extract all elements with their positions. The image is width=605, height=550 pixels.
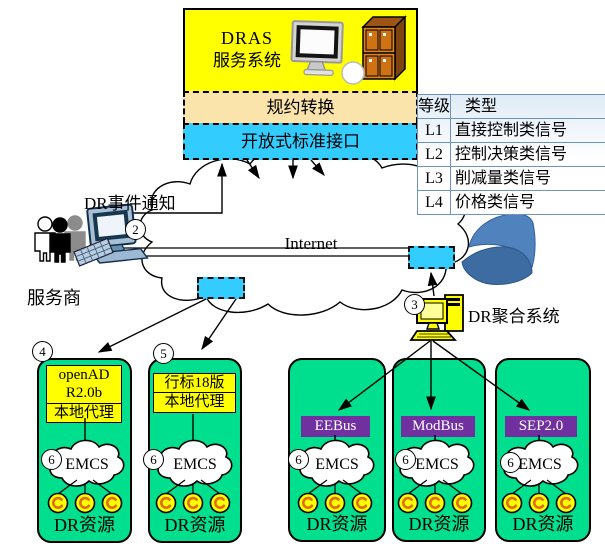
cell-type: 削减量类信号 [455,170,552,187]
curved-ribbon-shape [461,213,536,285]
cell-level: L4 [418,191,451,214]
marker-2: 2 [125,219,146,240]
resource-group-sep20: SEP2.0 DR资源 [495,358,591,542]
cloud-gateway-right [408,246,455,269]
cloud-gateway-left [197,277,245,299]
eebus-protocol-label: EEBus [301,416,370,437]
marker-5: 5 [153,343,174,364]
openadr-agent-label: openAD R2.0b 本地代理 [46,365,122,423]
dr-resource-label: DR资源 [53,515,115,535]
protocol-conversion-band: 规约转换 [183,91,418,123]
dras-computer-server-icon [290,15,407,85]
provider-to-gateway-lines [112,247,408,257]
dras-title-section: DRAS 服务系统 [183,8,418,91]
marker-4: 4 [32,341,53,362]
open-standard-interface-band: 开放式标准接口 [183,123,418,160]
resource-group-industry-std: 行标18版 本地代理 DR资源 [148,358,242,543]
interface-to-cloud-arrows [246,159,325,180]
marker-6: 6 [500,452,521,473]
marker-6: 6 [41,449,62,470]
table-row: L4 价格类信号 [418,190,605,214]
signal-level-table: 等级 类型 L1 直接控制类信号 L2 控制决策类信号 L3 削减量类信号 L4… [417,94,605,215]
dras-title: DRAS 服务系统 [195,26,299,73]
provider-keyboard-icon [73,237,114,267]
cell-type: 直接控制类信号 [455,122,568,139]
sep20-protocol-label: SEP2.0 [505,416,577,437]
aggregator-to-gateway-arrow [427,271,438,297]
dr-resource-label: DR资源 [164,515,226,535]
dras-title-line2: 服务系统 [213,51,281,71]
internet-label: Internet [284,234,338,253]
dras-server-box: DRAS 服务系统 [183,8,418,160]
agent-line1: 行标18版 [164,375,225,391]
header-type: 类型 [465,98,498,115]
table-row: L3 削减量类信号 [418,166,605,190]
cell-level: L2 [418,143,451,166]
agent-line1: openAD [58,367,110,383]
dr-aggregator-label: DR聚合系统 [468,307,560,326]
marker-3: 3 [404,294,425,315]
dras-title-line1: DRAS [220,28,273,48]
table-header-row: 等级 类型 [418,95,605,118]
cell-type: 价格类信号 [455,194,536,211]
table-row: L1 直接控制类信号 [418,118,605,142]
dr-resource-label: DR资源 [306,514,368,534]
marker-6: 6 [288,449,309,470]
agent-sub: 本地代理 [47,402,121,422]
agent-sub: 本地代理 [154,392,235,411]
cell-type: 控制决策类信号 [455,146,568,163]
dr-resource-label: DR资源 [408,514,470,534]
cell-level: L1 [418,119,451,142]
modbus-protocol-label: ModBus [401,416,475,437]
cell-level: L3 [418,167,451,190]
industry-std-agent-label: 行标18版 本地代理 [153,373,236,413]
dr-resource-label: DR资源 [512,514,574,534]
marker-6: 6 [143,449,164,470]
dr-event-label: DR事件通知 [84,194,176,213]
table-row: L2 控制决策类信号 [418,142,605,166]
marker-6: 6 [395,449,416,470]
header-level: 等级 [418,95,451,118]
service-provider-label: 服务商 [27,288,81,308]
agent-line2: R2.0b [65,385,103,402]
service-provider-people-icon [34,215,86,263]
